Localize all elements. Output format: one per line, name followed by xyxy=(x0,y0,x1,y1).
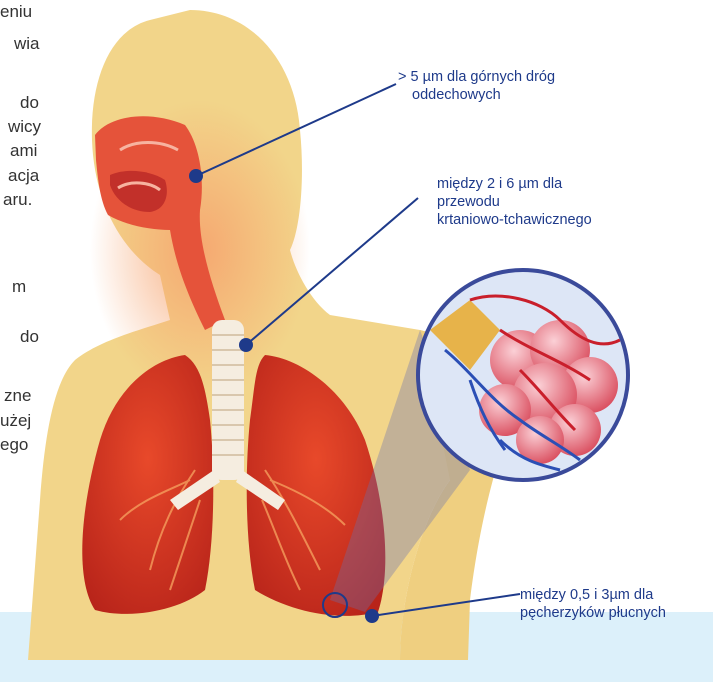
marker-dot xyxy=(365,609,379,623)
callout-line: przewodu xyxy=(437,193,592,211)
callout-line: oddechowych xyxy=(398,86,555,104)
marker-dot xyxy=(239,338,253,352)
alveoli-inset xyxy=(418,270,628,480)
callout-line: pęcherzyków płucnych xyxy=(520,604,666,622)
callout-upper-airways: > 5 µm dla górnych dróg oddechowych xyxy=(398,68,555,104)
marker-dot xyxy=(189,169,203,183)
callout-line: między 0,5 i 3µm dla xyxy=(520,586,666,604)
callout-line: między 2 i 6 µm dla xyxy=(437,175,592,193)
callout-line: > 5 µm dla górnych dróg xyxy=(398,68,555,86)
callout-trachea: między 2 i 6 µm dla przewodu krtaniowo-t… xyxy=(437,175,592,229)
callout-alveoli: między 0,5 i 3µm dla pęcherzyków płucnyc… xyxy=(520,586,666,622)
callout-line: krtaniowo-tchawicznego xyxy=(437,211,592,229)
